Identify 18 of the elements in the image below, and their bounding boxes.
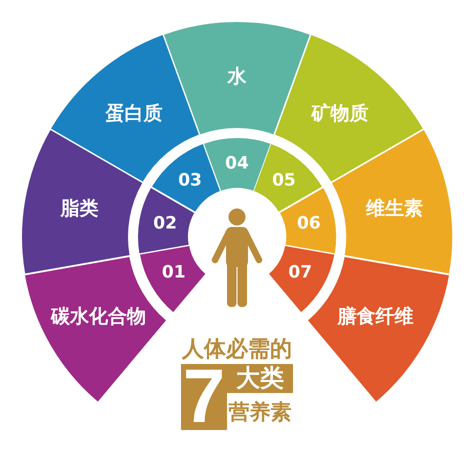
number-tile: 7 — [181, 364, 227, 430]
segment-number: 07 — [288, 264, 312, 282]
segment-number: 05 — [272, 172, 296, 190]
segment-label: 水 — [227, 68, 246, 86]
segment-label: 膳食纤维 — [338, 307, 414, 326]
segment-number: 01 — [162, 264, 186, 282]
segment-label: 脂类 — [60, 200, 98, 219]
segment-label: 维生素 — [366, 200, 424, 219]
segment-number: 04 — [225, 156, 249, 172]
segment-label: 矿物质 — [311, 104, 368, 124]
segment-number: 06 — [297, 216, 321, 233]
segment-label: 蛋白质 — [106, 104, 163, 124]
segment-number: 02 — [153, 216, 177, 233]
headline-text: 人体必需的 — [182, 337, 292, 363]
heading-band: 大类 — [227, 364, 293, 393]
segment-number: 03 — [178, 172, 202, 190]
segment-label: 碳水化合物 — [50, 307, 146, 326]
subtitle-text: 营养素 — [228, 399, 292, 426]
